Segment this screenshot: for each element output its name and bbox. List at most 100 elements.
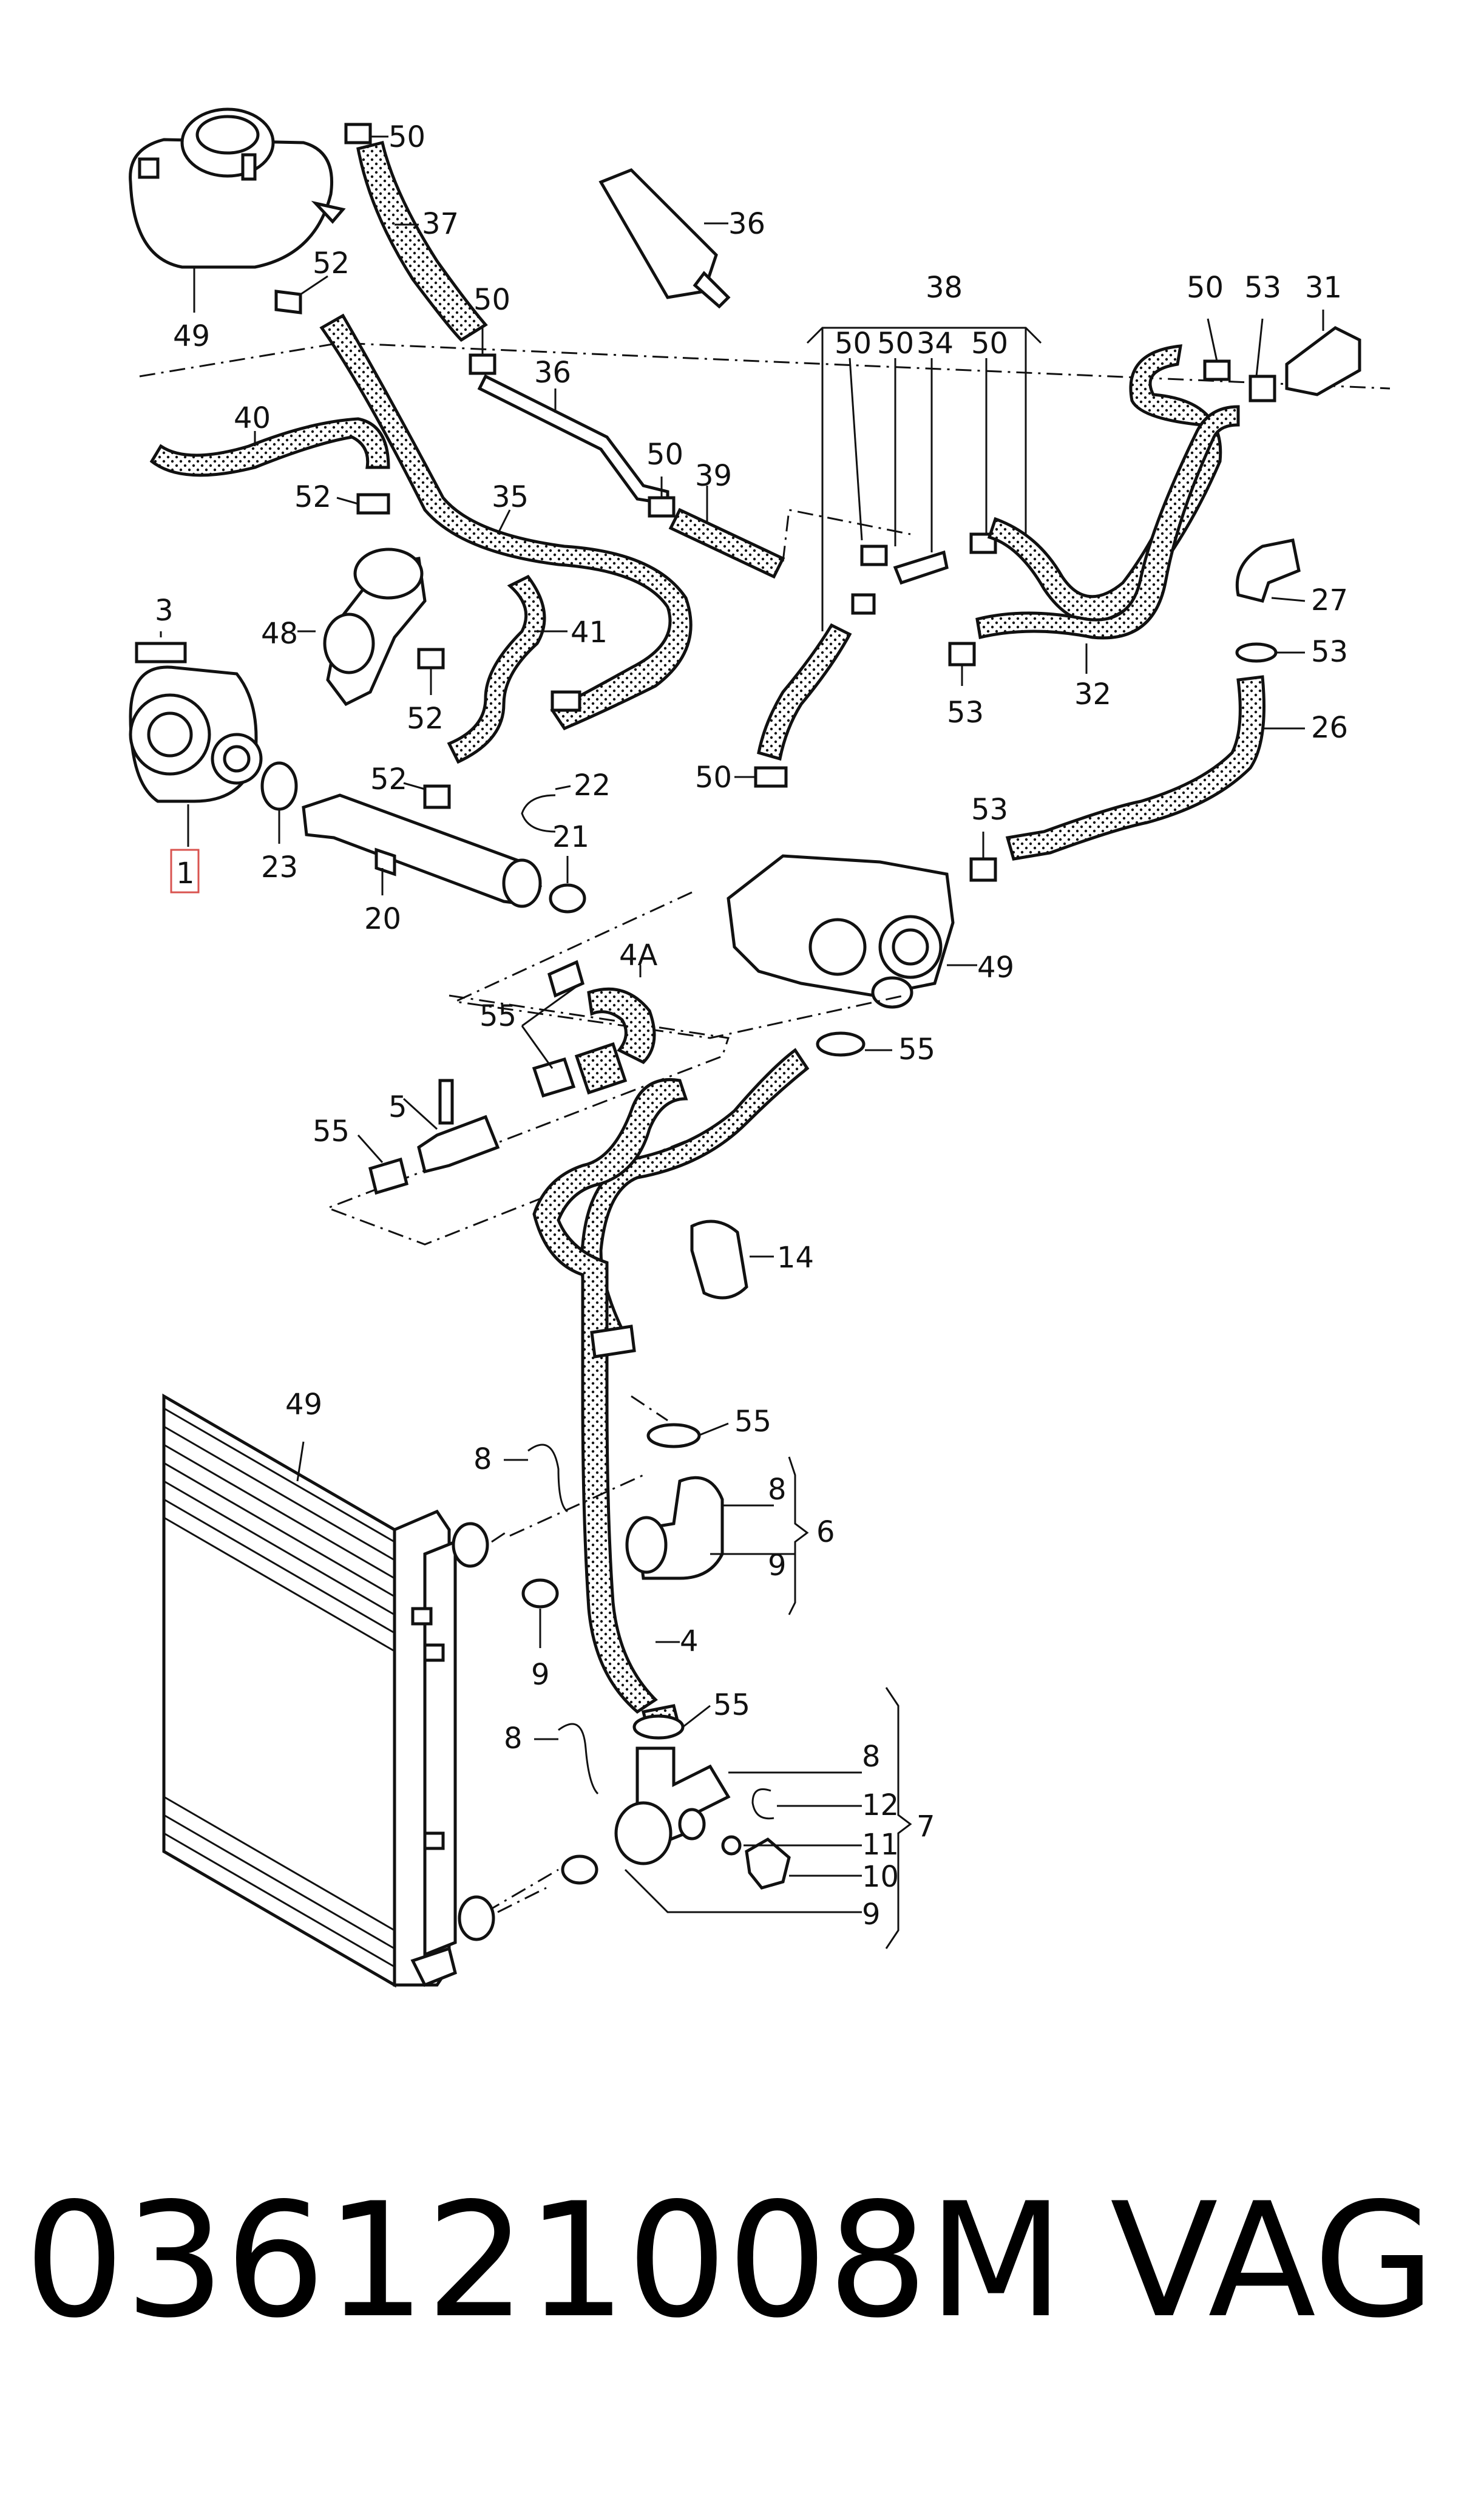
callout-3: 3 [155,594,174,628]
callout-50-topright: 50 [1187,271,1224,305]
clamp-55-lower [646,1423,701,1448]
clamp-53-right [1235,642,1278,663]
hose-41-end [551,690,581,712]
callout-50-g38-lower: 50 [695,761,732,795]
hose-35 [319,313,693,731]
callout-8-g7: 8 [862,1740,881,1774]
callout-12: 12 [862,1788,899,1822]
connector-34 [893,550,949,585]
callout-7: 7 [916,1810,935,1844]
clip-8-upper [527,1444,568,1513]
callout-40: 40 [234,401,271,435]
expansion-tank [129,107,1391,390]
callout-52-top: 52 [313,246,350,280]
clamp-50-top [344,123,372,144]
temp-sensor-10 [745,1837,791,1890]
clamp-55-bottom [632,1714,685,1740]
callout-8-lower: 8 [504,1722,523,1756]
callout-55-lower: 55 [734,1405,771,1439]
water-pump [129,631,263,847]
callout-31: 31 [1305,271,1342,305]
clip-8-lower [558,1723,599,1795]
flange-housing-48 [297,548,427,707]
callout-5: 5 [388,1090,407,1124]
callout-53-right: 53 [1311,635,1348,669]
tee-5 [417,1115,500,1174]
callout-53-lower: 53 [971,793,1008,827]
callout-14: 14 [777,1241,814,1275]
callout-34: 34 [916,327,954,361]
clamp-52-mid [417,648,445,670]
callout-53-topright: 53 [1244,271,1281,305]
clip-12 [751,1788,774,1820]
clamp-53-mid [948,642,976,667]
callout-1-highlight-box [170,849,200,894]
sensor-tee-group-7 [614,1687,912,1949]
oring-21 [549,883,586,914]
clamp-50-g38-lower [754,766,788,788]
connector-31 [1285,310,1361,396]
callout-50-g38a: 50 [835,327,872,361]
callout-55-bottom: 55 [713,1688,750,1722]
callout-52-pipe: 52 [370,762,407,796]
hose-4-main [580,1048,810,1357]
clip-22 [521,794,556,833]
seal-11 [721,1835,742,1856]
callout-48: 48 [261,617,298,651]
callout-50-mid: 50 [646,438,683,472]
callout-23: 23 [261,850,298,884]
callout-27: 27 [1311,583,1348,617]
callout-49-housing: 49 [977,951,1014,985]
clamp-50-upper [469,353,496,375]
thermostat-housing-49 [727,854,977,1009]
callout-4: 4 [680,1624,699,1658]
callout-1: 1 [176,857,195,891]
bracket-14 [690,1220,774,1300]
callout-39: 39 [695,459,732,493]
callout-35: 35 [492,480,529,514]
callout-50-top: 50 [388,120,425,154]
oring-23 [260,761,298,811]
caption: 036121008M VAG [24,2161,1460,2361]
callout-36-top: 36 [728,207,765,241]
callout-9-upper: 9 [531,1658,550,1692]
callout-41: 41 [571,616,608,650]
hose-4-upper [532,1078,688,1714]
clamp-55-mid [532,1057,576,1098]
callout-55-group: 55 [479,999,517,1033]
clamp-50-mid [648,496,676,518]
callout-8-g6: 8 [768,1473,787,1507]
callout-37: 37 [422,207,459,241]
callout-22: 22 [574,769,611,802]
clamp-52-left [356,493,390,515]
radiator [162,1393,547,1988]
clamp-53-lower [969,857,997,882]
callout-9-g6: 9 [768,1549,787,1583]
callout-52-mid: 52 [407,702,444,736]
clamp-50-g38-b [851,593,876,615]
hose-41 [447,574,546,764]
callout-55-left: 55 [313,1115,350,1149]
hose-4A-end [574,1042,628,1095]
callout-9-g7: 9 [862,1898,881,1932]
hose-32-lower [975,405,1240,640]
callout-50-g38c: 50 [971,327,1008,361]
callout-10: 10 [862,1860,899,1894]
clamp-52-pipe [423,784,451,809]
clamp-50-g38-a [860,545,888,566]
callout-8-upper: 8 [473,1442,492,1476]
callout-50-g38b: 50 [877,327,914,361]
clamp-52-top [274,275,328,314]
callout-49-radiator: 49 [285,1388,322,1422]
elbow-connector-27 [1235,538,1306,603]
callout-52-left: 52 [294,480,331,514]
callout-53-mid: 53 [947,696,984,730]
callout-26: 26 [1311,711,1348,745]
clamp-55-right [816,1031,866,1057]
callout-50-upper: 50 [473,283,510,317]
callout-21: 21 [552,820,589,854]
callout-55-right: 55 [898,1033,935,1067]
oring-9-lower [561,1854,598,1885]
group-38-bracket [806,327,1042,631]
callout-36-mid: 36 [534,356,571,390]
